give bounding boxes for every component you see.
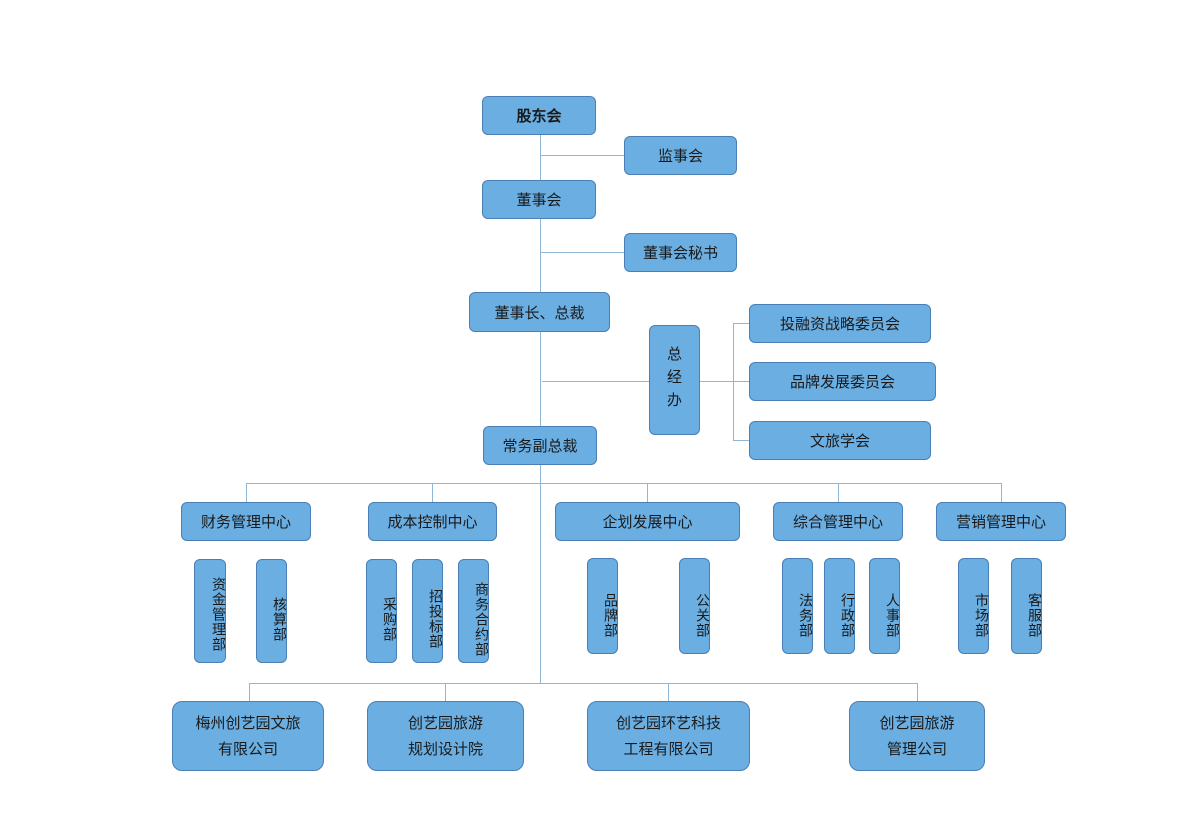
center-marketing: 营销管理中心 <box>936 502 1066 541</box>
dept-pr: 公关部 <box>679 558 710 654</box>
node-supervisors: 监事会 <box>624 136 737 175</box>
node-board: 董事会 <box>482 180 596 219</box>
dept-accounting: 核算部 <box>256 559 287 663</box>
subsidiary-name-line: 创艺园旅游 <box>879 714 955 732</box>
connector <box>249 683 250 701</box>
node-executive-vp: 常务副总裁 <box>483 426 597 465</box>
center-planning: 企划发展中心 <box>555 502 740 541</box>
dept-procurement: 采购部 <box>366 559 397 663</box>
dept-contracts: 商务合约部 <box>458 559 489 663</box>
connector <box>838 483 839 502</box>
dept-admin: 行政部 <box>824 558 855 654</box>
node-shareholders: 股东会 <box>482 96 596 135</box>
connector <box>647 483 648 502</box>
connector <box>540 135 541 683</box>
connector <box>249 683 917 684</box>
node-culture-society: 文旅学会 <box>749 421 931 460</box>
center-cost-control: 成本控制中心 <box>368 502 497 541</box>
connector <box>542 381 649 382</box>
node-gm-office: 总经办 <box>649 325 700 435</box>
dept-hr: 人事部 <box>869 558 900 654</box>
connector <box>733 323 749 324</box>
dept-bidding: 招投标部 <box>412 559 443 663</box>
connector <box>733 440 749 441</box>
subsidiary-name-line: 规划设计院 <box>407 740 483 758</box>
dept-legal: 法务部 <box>782 558 813 654</box>
subsidiary-name-line: 管理公司 <box>886 740 947 758</box>
connector <box>540 155 624 156</box>
connector <box>668 683 669 701</box>
connector <box>700 381 733 382</box>
connector <box>246 483 247 502</box>
center-finance: 财务管理中心 <box>181 502 311 541</box>
subsidiary-name-line: 创艺园环艺科技 <box>615 714 721 732</box>
connector <box>246 483 1001 484</box>
subsidiary-name-line: 有限公司 <box>217 740 278 758</box>
subsidiary-planning-institute: 创艺园旅游 规划设计院 <box>367 701 524 771</box>
dept-market: 市场部 <box>958 558 989 654</box>
subsidiary-name-line: 创艺园旅游 <box>407 714 483 732</box>
connector <box>1001 483 1002 502</box>
node-investment-committee: 投融资战略委员会 <box>749 304 931 343</box>
subsidiary-name-line: 工程有限公司 <box>623 740 714 758</box>
connector <box>432 483 433 502</box>
subsidiary-environmental-art-engineering: 创艺园环艺科技 工程有限公司 <box>587 701 750 771</box>
node-board-secretary: 董事会秘书 <box>624 233 737 272</box>
connector <box>540 252 624 253</box>
node-chairman: 董事长、总裁 <box>469 292 610 332</box>
connector <box>445 683 446 701</box>
subsidiary-tourism-management: 创艺园旅游 管理公司 <box>849 701 985 771</box>
subsidiary-meizhou-culture-tourism: 梅州创艺园文旅 有限公司 <box>172 701 324 771</box>
center-general-management: 综合管理中心 <box>773 502 903 541</box>
subsidiary-name-line: 梅州创艺园文旅 <box>195 714 301 732</box>
node-brand-committee: 品牌发展委员会 <box>749 362 936 401</box>
dept-brand: 品牌部 <box>587 558 618 654</box>
connector <box>917 683 918 701</box>
connector <box>733 381 749 382</box>
dept-funds: 资金管理部 <box>194 559 226 663</box>
dept-customer-service: 客服部 <box>1011 558 1042 654</box>
